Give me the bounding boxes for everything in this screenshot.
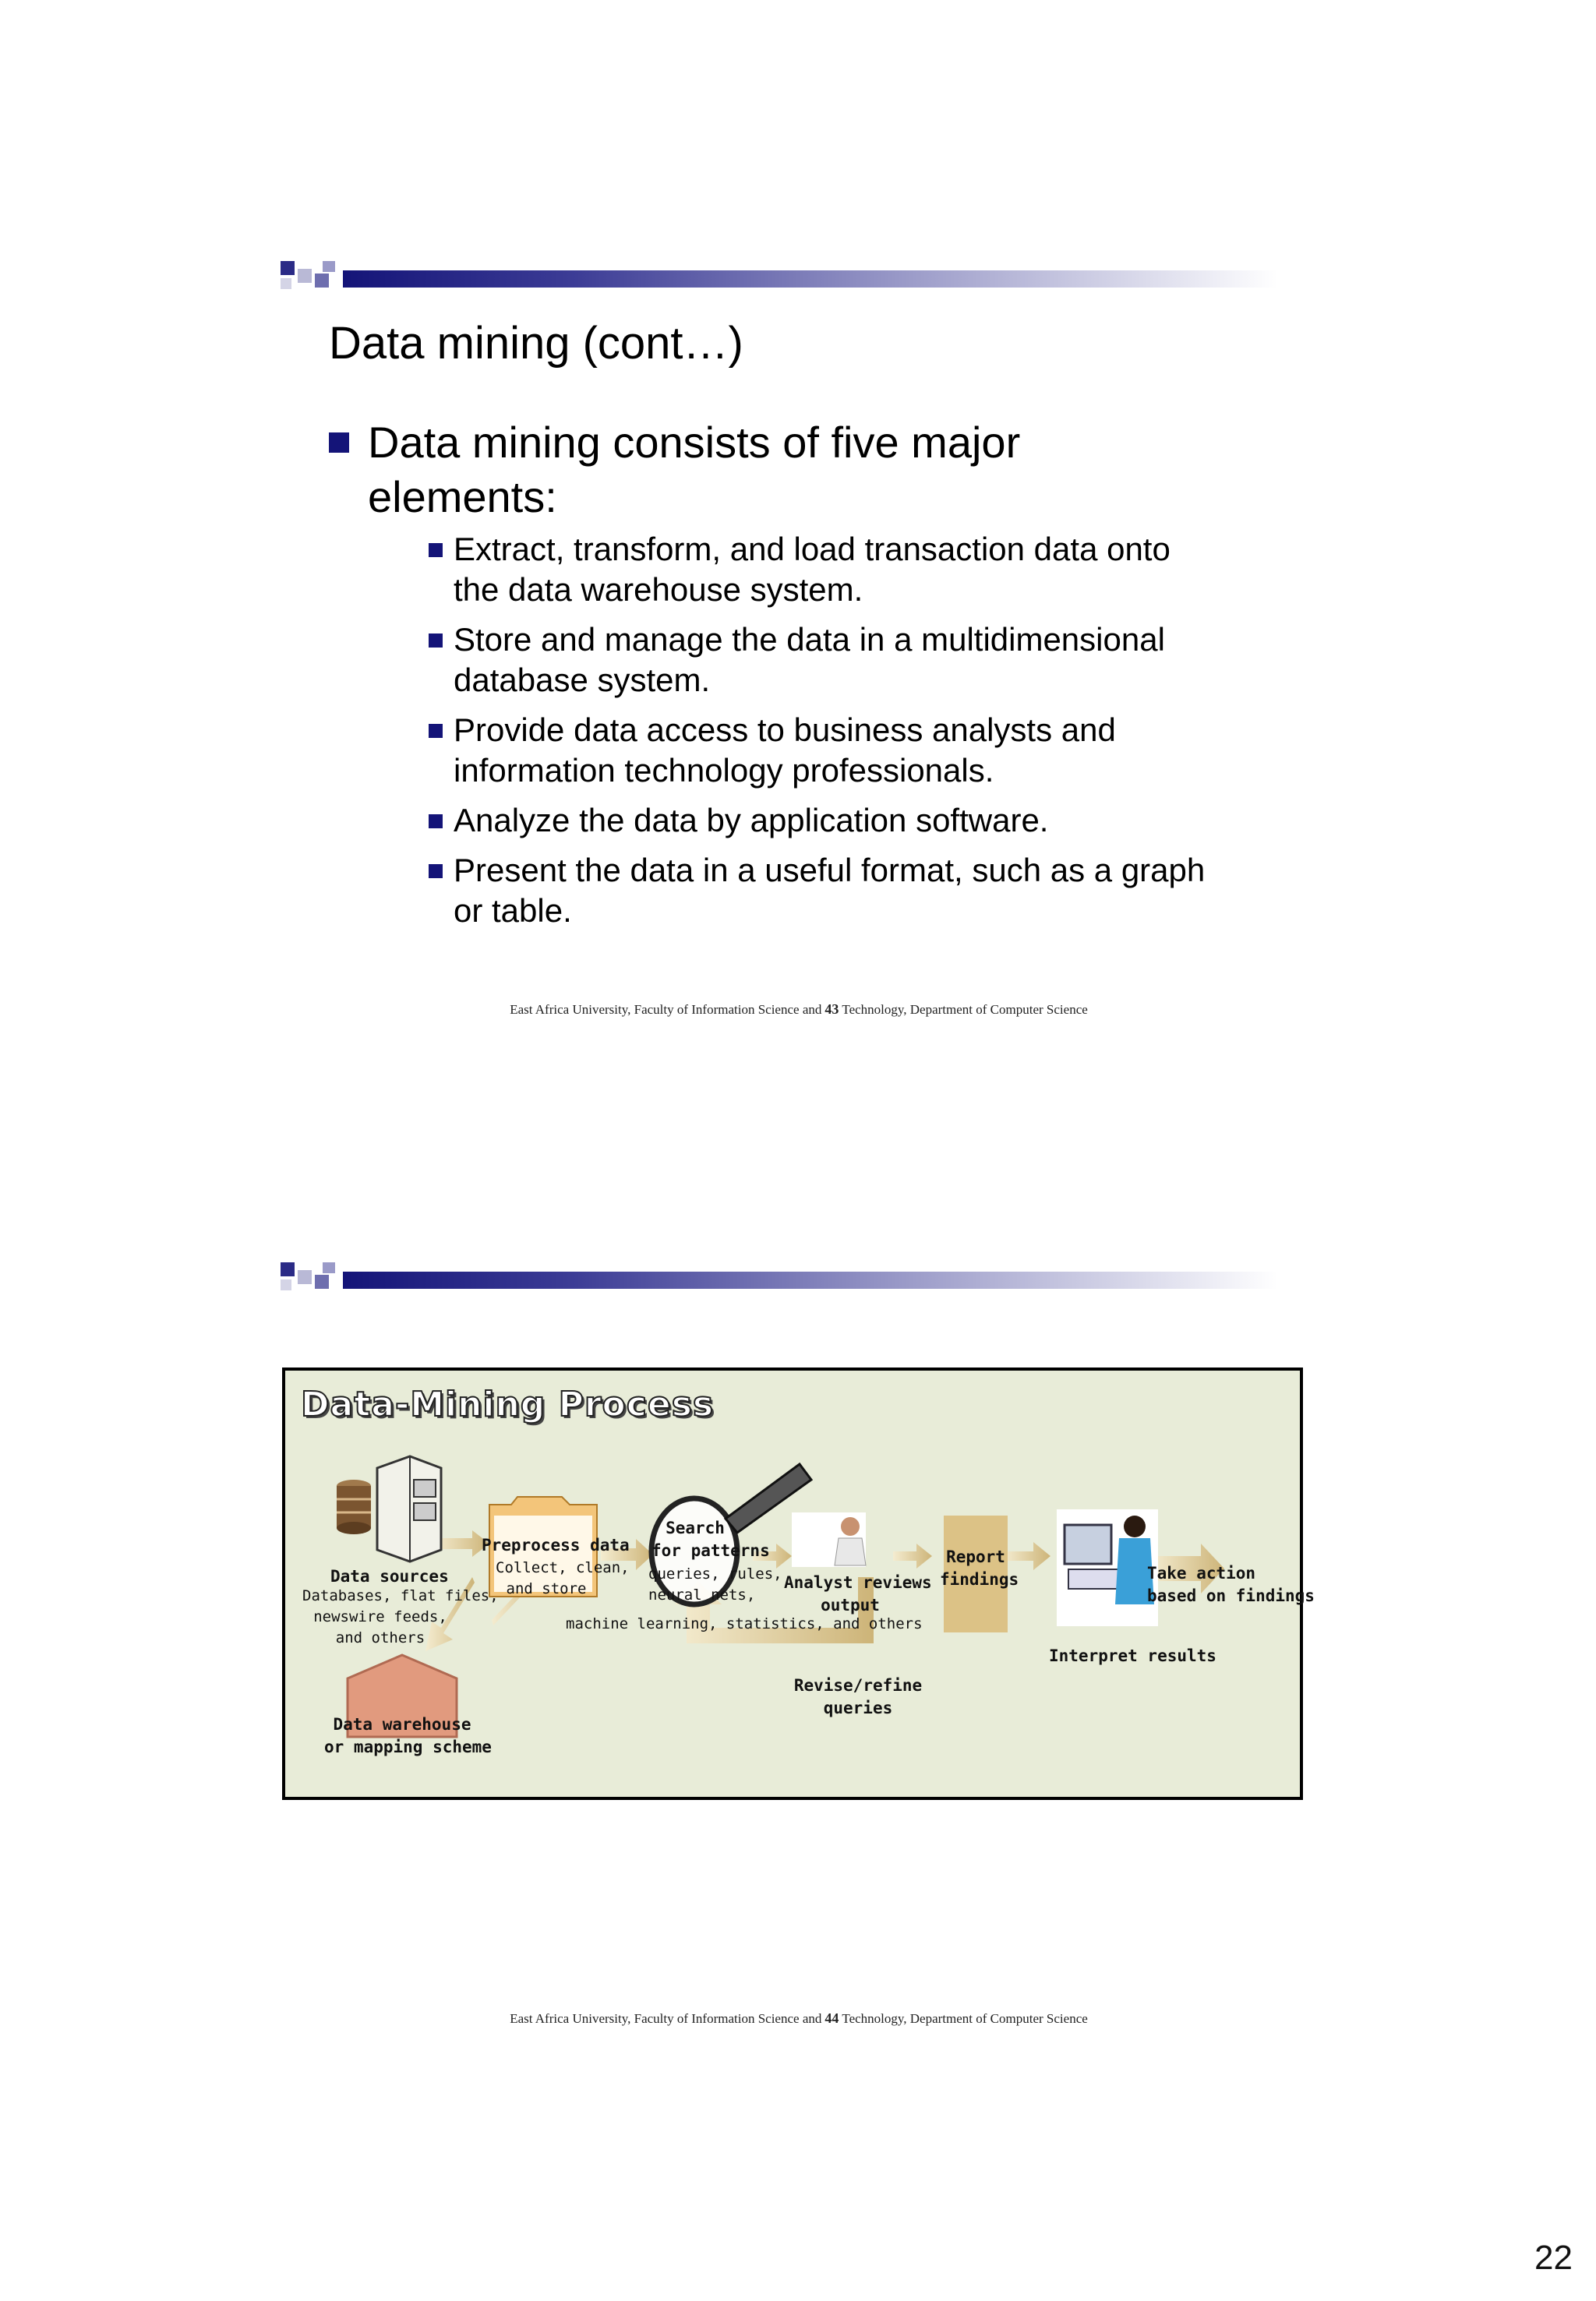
flow-arrow [601, 1539, 653, 1570]
slide-number: 43 [824, 1001, 839, 1017]
header-decoration [281, 261, 1317, 300]
warehouse-arrow [425, 1577, 475, 1651]
slide-title: Data mining (cont…) [329, 318, 743, 369]
magnifying-glass-icon [648, 1462, 814, 1608]
square-bullet-icon [329, 432, 349, 453]
search-detail: queries, rules, neural nets, [648, 1565, 782, 1604]
sub-bullet: Store and manage the data in a multidime… [429, 619, 1208, 701]
square-bullet-icon [429, 814, 443, 828]
slide-footer: East Africa University, Faculty of Infor… [510, 1001, 1088, 1017]
flow-arrow [433, 1530, 489, 1557]
slide-43: Data mining (cont…) Data mining consists… [281, 261, 1317, 1040]
sub-bullet: Extract, transform, and load transaction… [429, 529, 1208, 610]
file-cabinet-icon [376, 1455, 443, 1563]
data-mining-process-figure: Data-Mining Process Data sources Databas… [282, 1368, 1315, 1800]
header-decoration [281, 1262, 1317, 1301]
figure-title: Data-Mining Process [300, 1384, 715, 1425]
search-methods: machine learning, statistics, and others [566, 1615, 923, 1632]
data-sources-label: Data sources [330, 1567, 449, 1586]
page-number: 22 [1534, 2239, 1573, 2277]
revise-label: Revise/refine queries [793, 1676, 923, 1717]
computer-workstation-icon [1057, 1509, 1158, 1626]
square-bullet-icon [429, 543, 443, 557]
flow-arrow [753, 1544, 792, 1569]
process-diagram-art [337, 1455, 1224, 1738]
warehouse-label: Data warehouse or mapping scheme [324, 1715, 492, 1756]
square-bullet-icon [429, 633, 443, 648]
search-label: Search for patterns [651, 1519, 770, 1560]
slide-footer: East Africa University, Faculty of Infor… [510, 2010, 1088, 2026]
square-bullet-icon [429, 864, 443, 878]
report-document-icon [944, 1516, 1008, 1632]
warehouse-icon [346, 1653, 458, 1738]
interpret-label: Interpret results [1049, 1646, 1216, 1665]
database-stack-icon [337, 1480, 371, 1534]
preprocess-detail: Collect, clean, and store [496, 1559, 630, 1597]
slide-44: Data-Mining Process Data sources Databas… [281, 1262, 1317, 2049]
sub-bullet-list: Extract, transform, and load transaction… [429, 529, 1208, 941]
flow-arrow [893, 1544, 932, 1569]
sub-bullet: Provide data access to business analysts… [429, 710, 1208, 791]
main-bullet-text: Data mining consists of five major eleme… [368, 418, 1021, 521]
slide-number: 44 [824, 2010, 839, 2026]
sub-bullet: Analyze the data by application software… [429, 800, 1208, 841]
analyst-label: Analyst reviews output [784, 1573, 932, 1615]
sub-bullet: Present the data in a useful format, suc… [429, 850, 1208, 931]
report-label: Report findings [940, 1548, 1019, 1589]
revise-loop-arrow [675, 1577, 874, 1643]
flow-arrow [1004, 1542, 1050, 1570]
take-action-label: Take action based on findings [1147, 1564, 1315, 1605]
flow-arrow [1150, 1544, 1224, 1593]
data-sources-detail: Databases, flat files, newswire feeds, a… [302, 1587, 499, 1646]
folder-icon [489, 1496, 598, 1597]
preprocess-label: Preprocess data [482, 1536, 630, 1555]
analyst-icon [792, 1512, 867, 1567]
square-bullet-icon [429, 724, 443, 738]
